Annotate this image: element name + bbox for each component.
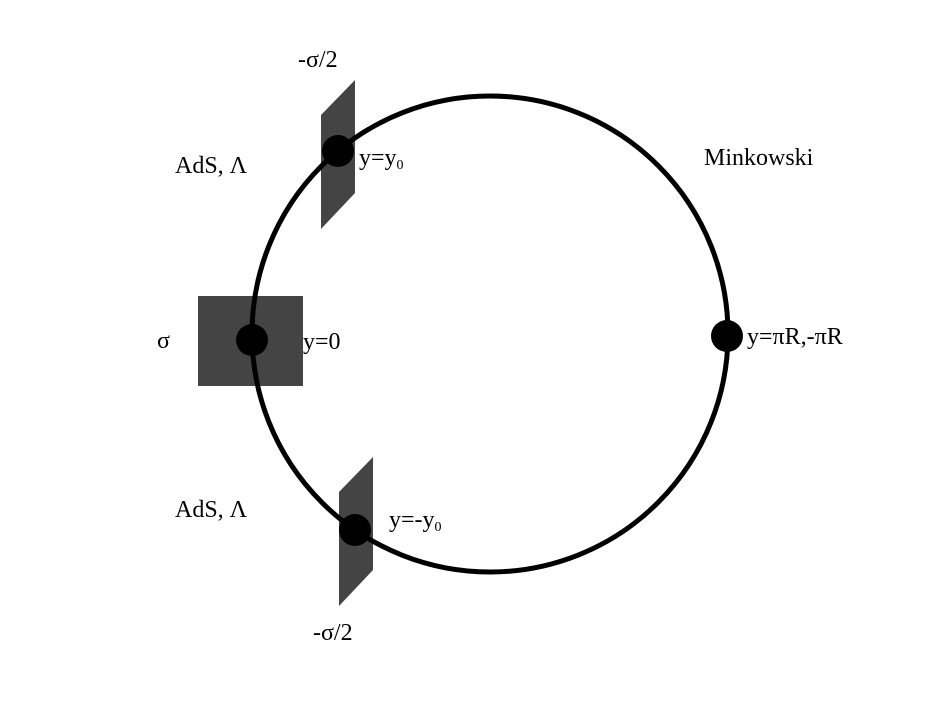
point-y-top: [322, 135, 354, 167]
point-y-bottom: [339, 514, 371, 546]
ads-top-label: AdS, Λ: [175, 153, 248, 179]
minkowski-label: Minkowski: [704, 145, 814, 171]
center-tension-label: σ: [157, 328, 170, 354]
point-y-zero: [236, 324, 268, 356]
y-bottom-subscript: 0: [435, 520, 442, 535]
y-top-subscript: 0: [397, 158, 404, 173]
y-bottom-label: y=-y0: [389, 507, 442, 535]
y-pi-r-label: y=πR,-πR: [747, 324, 843, 350]
bottom-tension-label: -σ/2: [313, 620, 353, 646]
y-top-label: y=y0: [359, 145, 404, 173]
y-zero-label: y=0: [303, 329, 341, 355]
ads-bottom-label: AdS, Λ: [175, 497, 248, 523]
y-top-prefix: y=y: [359, 145, 397, 171]
point-y-pi-r: [711, 320, 743, 352]
y-bottom-prefix: y=-y: [389, 507, 435, 533]
top-tension-label: -σ/2: [298, 47, 338, 73]
